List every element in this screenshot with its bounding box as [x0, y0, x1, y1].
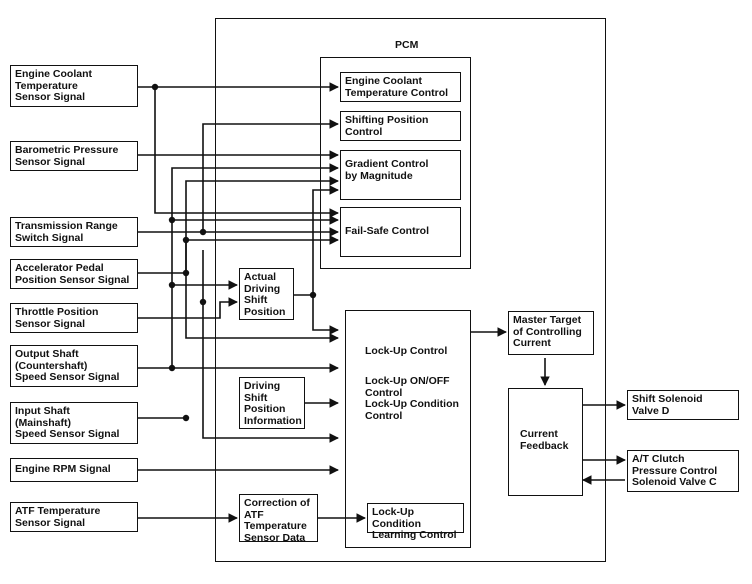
input-engine-coolant-temp-signal: Engine Coolant Temperature Sensor Signal	[10, 65, 138, 107]
pcm-title: PCM	[395, 39, 419, 51]
input-engine-rpm-signal: Engine RPM Signal	[10, 458, 138, 482]
input-output-shaft-speed-signal: Output Shaft (Countershaft) Speed Sensor…	[10, 345, 138, 387]
current-feedback-label: Current Feedback	[520, 428, 569, 452]
engine-coolant-temp-control: Engine Coolant Temperature Control	[340, 72, 461, 102]
actual-driving-shift-position: Actual Driving Shift Position	[239, 268, 294, 320]
shift-control-frame	[320, 57, 471, 269]
master-target-current: Master Target of Controlling Current	[508, 311, 594, 355]
lock-up-frame	[345, 310, 471, 548]
lock-up-learning-control: Lock-Up Condition Learning Control	[367, 503, 464, 541]
pcm-frame	[215, 18, 606, 562]
output-clutch-pressure-solenoid-c: A/T Clutch Pressure Control Solenoid Val…	[627, 450, 739, 492]
input-transmission-range-signal: Transmission Range Switch Signal	[10, 217, 138, 247]
output-shift-solenoid-d: Shift Solenoid Valve D	[627, 390, 739, 420]
lock-up-condition-label: Lock-Up Condition Control	[365, 398, 459, 422]
current-feedback	[508, 388, 583, 496]
input-barometric-pressure-signal: Barometric Pressure Sensor Signal	[10, 141, 138, 171]
driving-shift-position-information: Driving Shift Position Information	[239, 377, 305, 429]
input-throttle-position-signal: Throttle Position Sensor Signal	[10, 303, 138, 333]
atf-temp-sensor-correction: Correction of ATF Temperature Sensor Dat…	[239, 494, 318, 543]
shifting-position-control: Shifting Position Control	[340, 111, 461, 141]
fail-safe-control: Fail-Safe Control	[340, 207, 461, 257]
input-accelerator-pedal-signal: Accelerator Pedal Position Sensor Signal	[10, 259, 138, 289]
input-atf-temperature-signal: ATF Temperature Sensor Signal	[10, 502, 138, 532]
lock-up-control-label: Lock-Up Control	[365, 345, 448, 357]
input-input-shaft-speed-signal: Input Shaft (Mainshaft) Speed Sensor Sig…	[10, 402, 138, 444]
gradient-control: Gradient Control by Magnitude	[340, 150, 461, 200]
lock-up-on-off-label: Lock-Up ON/OFF Control	[365, 375, 450, 399]
